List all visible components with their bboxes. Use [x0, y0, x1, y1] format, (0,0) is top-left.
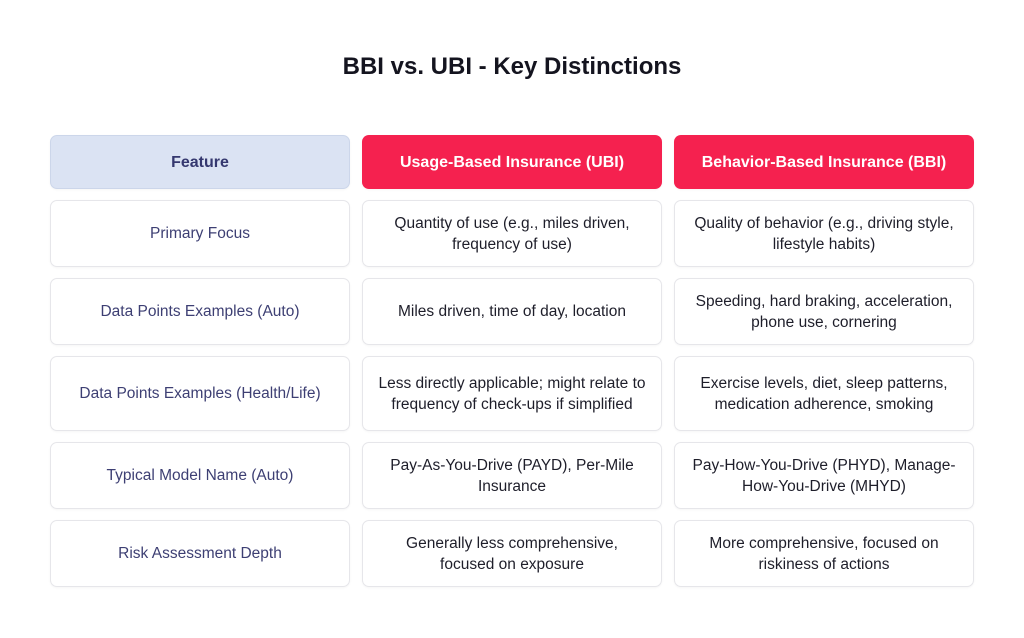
row-ubi-data-health: Less directly applicable; might relate t…	[362, 356, 662, 431]
row-ubi-data-auto: Miles driven, time of day, location	[362, 278, 662, 345]
page-title: BBI vs. UBI - Key Distinctions	[342, 53, 682, 80]
header-bbi: Behavior-Based Insurance (BBI)	[674, 135, 974, 189]
row-bbi-risk-depth: More comprehensive, focused on riskiness…	[674, 520, 974, 587]
row-ubi-primary-focus: Quantity of use (e.g., miles driven, fre…	[362, 200, 662, 267]
row-bbi-data-health: Exercise levels, diet, sleep patterns, m…	[674, 356, 974, 431]
row-feature-data-health: Data Points Examples (Health/Life)	[50, 356, 350, 431]
row-bbi-model-name: Pay-How-You-Drive (PHYD), Manage-How-You…	[674, 442, 974, 509]
row-ubi-model-name: Pay-As-You-Drive (PAYD), Per-Mile Insura…	[362, 442, 662, 509]
header-ubi: Usage-Based Insurance (UBI)	[362, 135, 662, 189]
comparison-table: Feature Usage-Based Insurance (UBI) Beha…	[50, 135, 974, 587]
row-feature-data-auto: Data Points Examples (Auto)	[50, 278, 350, 345]
row-ubi-risk-depth: Generally less comprehensive, focused on…	[362, 520, 662, 587]
row-bbi-primary-focus: Quality of behavior (e.g., driving style…	[674, 200, 974, 267]
header-feature: Feature	[50, 135, 350, 189]
row-feature-risk-depth: Risk Assessment Depth	[50, 520, 350, 587]
row-feature-model-name: Typical Model Name (Auto)	[50, 442, 350, 509]
row-feature-primary-focus: Primary Focus	[50, 200, 350, 267]
row-bbi-data-auto: Speeding, hard braking, acceleration, ph…	[674, 278, 974, 345]
